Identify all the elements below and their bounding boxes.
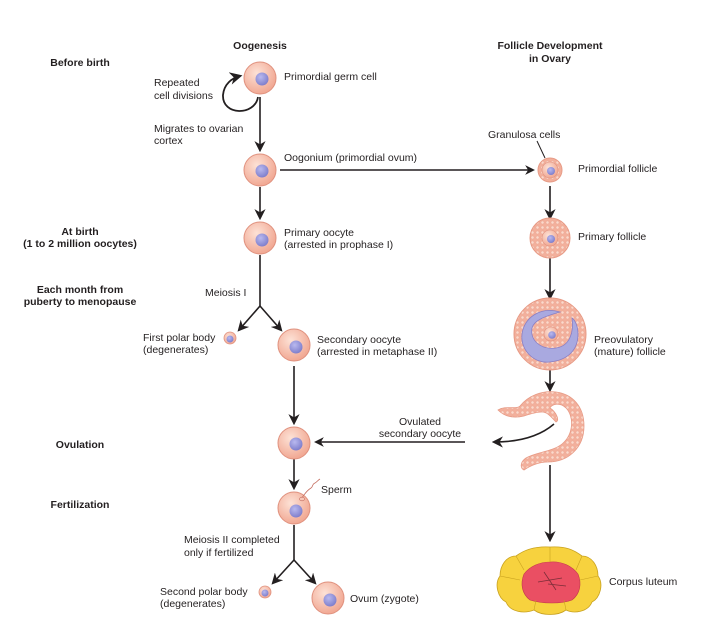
- ruptured-follicle: [497, 391, 585, 471]
- label-oogonium: Oogonium (primordial ovum): [284, 152, 418, 164]
- label-ovulated-line2: secondary oocyte: [378, 428, 462, 440]
- label-sperm: Sperm: [321, 484, 352, 496]
- label-first-polar-line1: First polar body: [143, 332, 216, 344]
- oogenesis-arrows: [222, 72, 535, 585]
- label-secondary-oocyte-line1: Secondary oocyte: [317, 334, 402, 346]
- label-meiosis-1: Meiosis I: [205, 287, 247, 299]
- stage-each-month-line2: puberty to menopause: [23, 296, 137, 308]
- label-migrates-line1: Migrates to ovarian: [154, 123, 244, 135]
- sperm-icon: [300, 478, 321, 500]
- preovulatory-follicle: [513, 297, 587, 371]
- label-repeated-line2: cell divisions: [154, 90, 213, 102]
- label-meiosis-2-line2: only if fertilized: [184, 547, 254, 559]
- repeated-division-loop-arrow: [222, 72, 259, 112]
- primordial-follicle: [537, 157, 563, 183]
- label-primary-follicle: Primary follicle: [578, 231, 647, 243]
- label-second-polar-line1: Second polar body: [160, 586, 248, 598]
- stage-before-birth: Before birth: [50, 57, 110, 69]
- label-granulosa: Granulosa cells: [488, 129, 561, 141]
- primordial-germ-cell: [243, 61, 277, 95]
- stage-at-birth-line2: (1 to 2 million oocytes): [23, 238, 137, 250]
- label-primary-oocyte-line2: (arrested in prophase I): [284, 239, 394, 251]
- secondary-oocyte-cell: [277, 328, 311, 362]
- label-ovulated-line1: Ovulated: [398, 416, 442, 428]
- label-primary-oocyte-line1: Primary oocyte: [284, 227, 355, 239]
- second-polar-body: [258, 585, 272, 599]
- label-primordial-germ-cell: Primordial germ cell: [284, 71, 377, 83]
- label-primordial-follicle: Primordial follicle: [578, 163, 658, 175]
- stage-fertilization: Fertilization: [50, 499, 110, 511]
- stage-ovulation: Ovulation: [55, 439, 105, 451]
- ovulation-oocyte-cell: [277, 426, 311, 460]
- oogenesis-header: Oogenesis: [233, 40, 287, 52]
- label-first-polar-line2: (degenerates): [143, 344, 209, 356]
- label-corpus-luteum: Corpus luteum: [609, 576, 678, 588]
- stage-each-month-line1: Each month from: [36, 284, 124, 296]
- arrow-to-secondary: [259, 305, 283, 332]
- label-migrates-line2: cortex: [154, 135, 183, 147]
- follicle-header-line2: in Ovary: [528, 53, 572, 65]
- ovum-zygote-cell: [311, 581, 345, 615]
- label-ovum: Ovum (zygote): [350, 593, 419, 605]
- label-repeated-line1: Repeated: [154, 77, 200, 89]
- follicle-header-line1: Follicle Development: [497, 40, 603, 52]
- corpus-luteum: [496, 546, 602, 615]
- oogonium-cell: [243, 153, 277, 187]
- fertilized-oocyte-cell: [277, 478, 321, 525]
- arrow-release-oocyte: [491, 423, 555, 448]
- label-meiosis-2-line1: Meiosis II completed: [184, 534, 280, 546]
- follicle-arrows: [491, 140, 556, 543]
- first-polar-body: [223, 331, 237, 345]
- label-second-polar-line2: (degenerates): [160, 598, 226, 610]
- granulosa-pointer: [536, 140, 546, 159]
- arrow-to-ovum: [293, 559, 317, 585]
- stage-at-birth-line1: At birth: [61, 226, 99, 238]
- label-preovulatory-line1: Preovulatory: [594, 334, 653, 346]
- arrow-to-second-polar: [271, 559, 295, 585]
- primary-oocyte-cell: [243, 221, 277, 255]
- label-preovulatory-line2: (mature) follicle: [594, 346, 666, 358]
- label-secondary-oocyte-line2: (arrested in metaphase II): [317, 346, 438, 358]
- arrow-to-first-polar: [237, 305, 261, 332]
- primary-follicle: [529, 217, 571, 259]
